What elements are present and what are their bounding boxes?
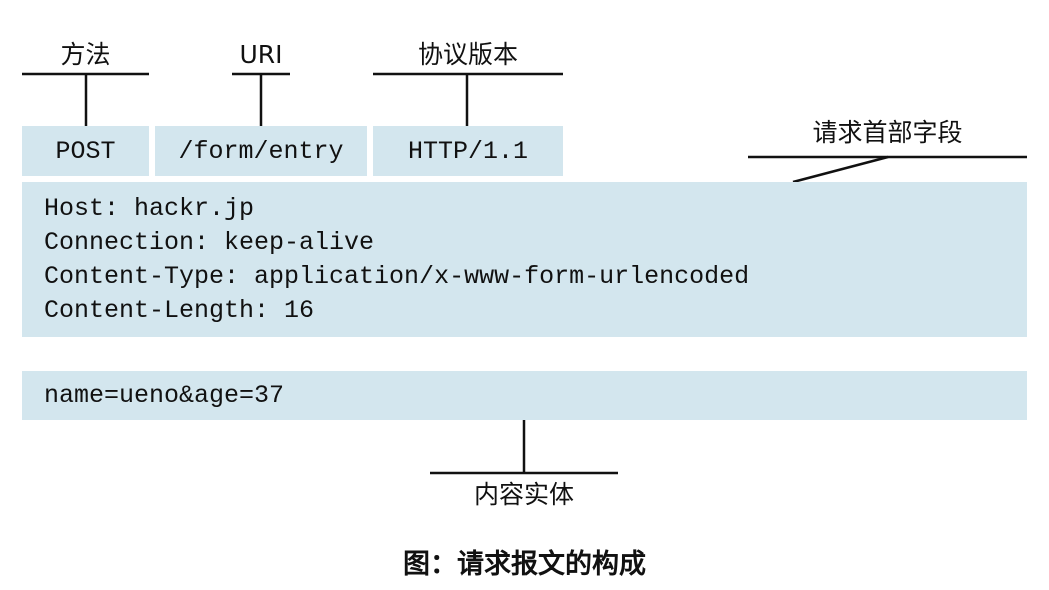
header-line-connection: Connection: keep-alive xyxy=(44,228,375,257)
request-uri-box: /form/entry xyxy=(155,126,367,176)
body-label: 内容实体 xyxy=(473,480,574,509)
figure-caption: 图：请求报文的构成 xyxy=(403,549,646,580)
header-line-host: Host: hackr.jp xyxy=(44,194,255,223)
request-uri: /form/entry xyxy=(178,136,344,166)
request-version: HTTP/1.1 xyxy=(407,136,529,166)
version-label: 协议版本 xyxy=(417,40,518,69)
header-line-content-type: Content-Type: application/x-www-form-url… xyxy=(44,262,750,291)
request-version-box: HTTP/1.1 xyxy=(373,126,563,176)
request-body-box: name=ueno&age=37 xyxy=(22,371,1027,420)
request-body-text: name=ueno&age=37 xyxy=(44,381,285,410)
request-headers-box: Host: hackr.jp Connection: keep-alive Co… xyxy=(22,182,1027,337)
uri-label: URI xyxy=(239,40,283,69)
headers-label: 请求首部字段 xyxy=(812,118,963,147)
method-label: 方法 xyxy=(60,40,111,69)
headers-pointer-line xyxy=(792,155,889,184)
request-method: POST xyxy=(55,136,116,166)
request-method-box: POST xyxy=(22,126,149,176)
header-line-content-length: Content-Length: 16 xyxy=(44,296,315,325)
